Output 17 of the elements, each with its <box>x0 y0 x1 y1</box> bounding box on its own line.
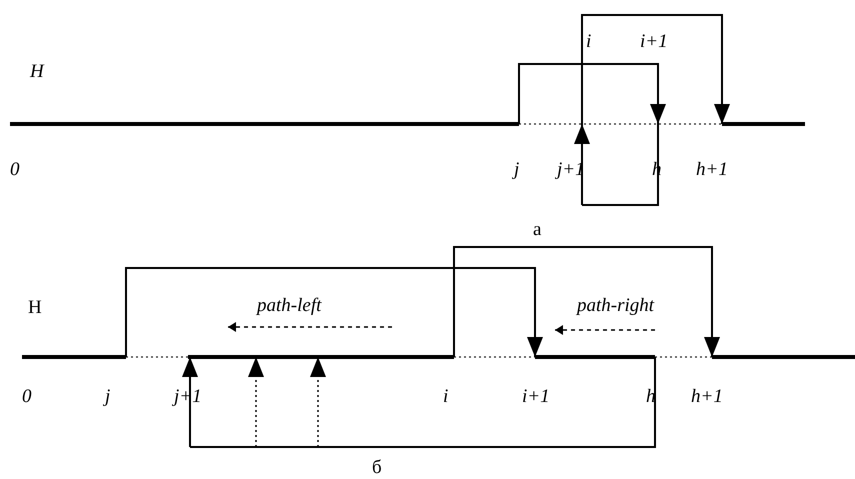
point-label: 0 <box>22 387 32 407</box>
point-label: j <box>105 387 110 407</box>
point-label: j <box>514 160 520 180</box>
graph-label: H <box>30 62 44 82</box>
point-label: h+1 <box>696 160 728 180</box>
point-label: h <box>646 387 656 407</box>
panel-label: б <box>372 458 382 478</box>
graph-label: H <box>28 298 42 318</box>
panel-label: а <box>533 220 542 240</box>
point-label: i+1 <box>640 32 668 52</box>
point-label: i+1 <box>522 387 550 407</box>
direction-label: path-left <box>257 296 322 316</box>
direction-label: path-right <box>577 296 654 316</box>
point-label: i <box>443 387 448 407</box>
point-label: i <box>586 32 592 52</box>
point-label: h+1 <box>691 387 723 407</box>
point-label: 0 <box>10 160 20 180</box>
